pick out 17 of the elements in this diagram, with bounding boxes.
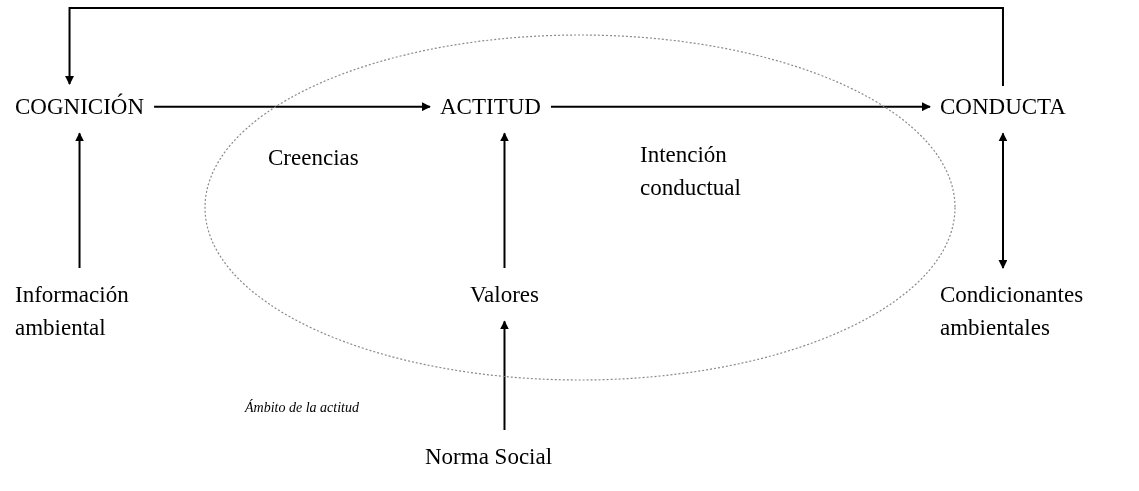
arrow (549, 102, 931, 112)
arrow (153, 102, 431, 112)
ellipse-label: Creencias (268, 144, 360, 172)
arrow (998, 132, 1008, 269)
node-label: COGNICIÓN (15, 90, 145, 124)
node-label: CONDUCTA (940, 90, 1066, 124)
arrow (500, 320, 509, 431)
node-label: ACTITUD (440, 90, 541, 124)
node-label: Norma Social (425, 440, 553, 474)
ellipse-label: Intención conductual (640, 141, 742, 203)
node-label: Condicionantes ambientales (940, 278, 1136, 345)
caption-text: Ámbito de la actitud (245, 398, 359, 417)
arrow (65, 7, 1004, 87)
arrow (500, 132, 509, 269)
arrow (75, 132, 85, 269)
node-label: Valores (470, 278, 539, 312)
node-label: Información ambiental (15, 278, 185, 345)
